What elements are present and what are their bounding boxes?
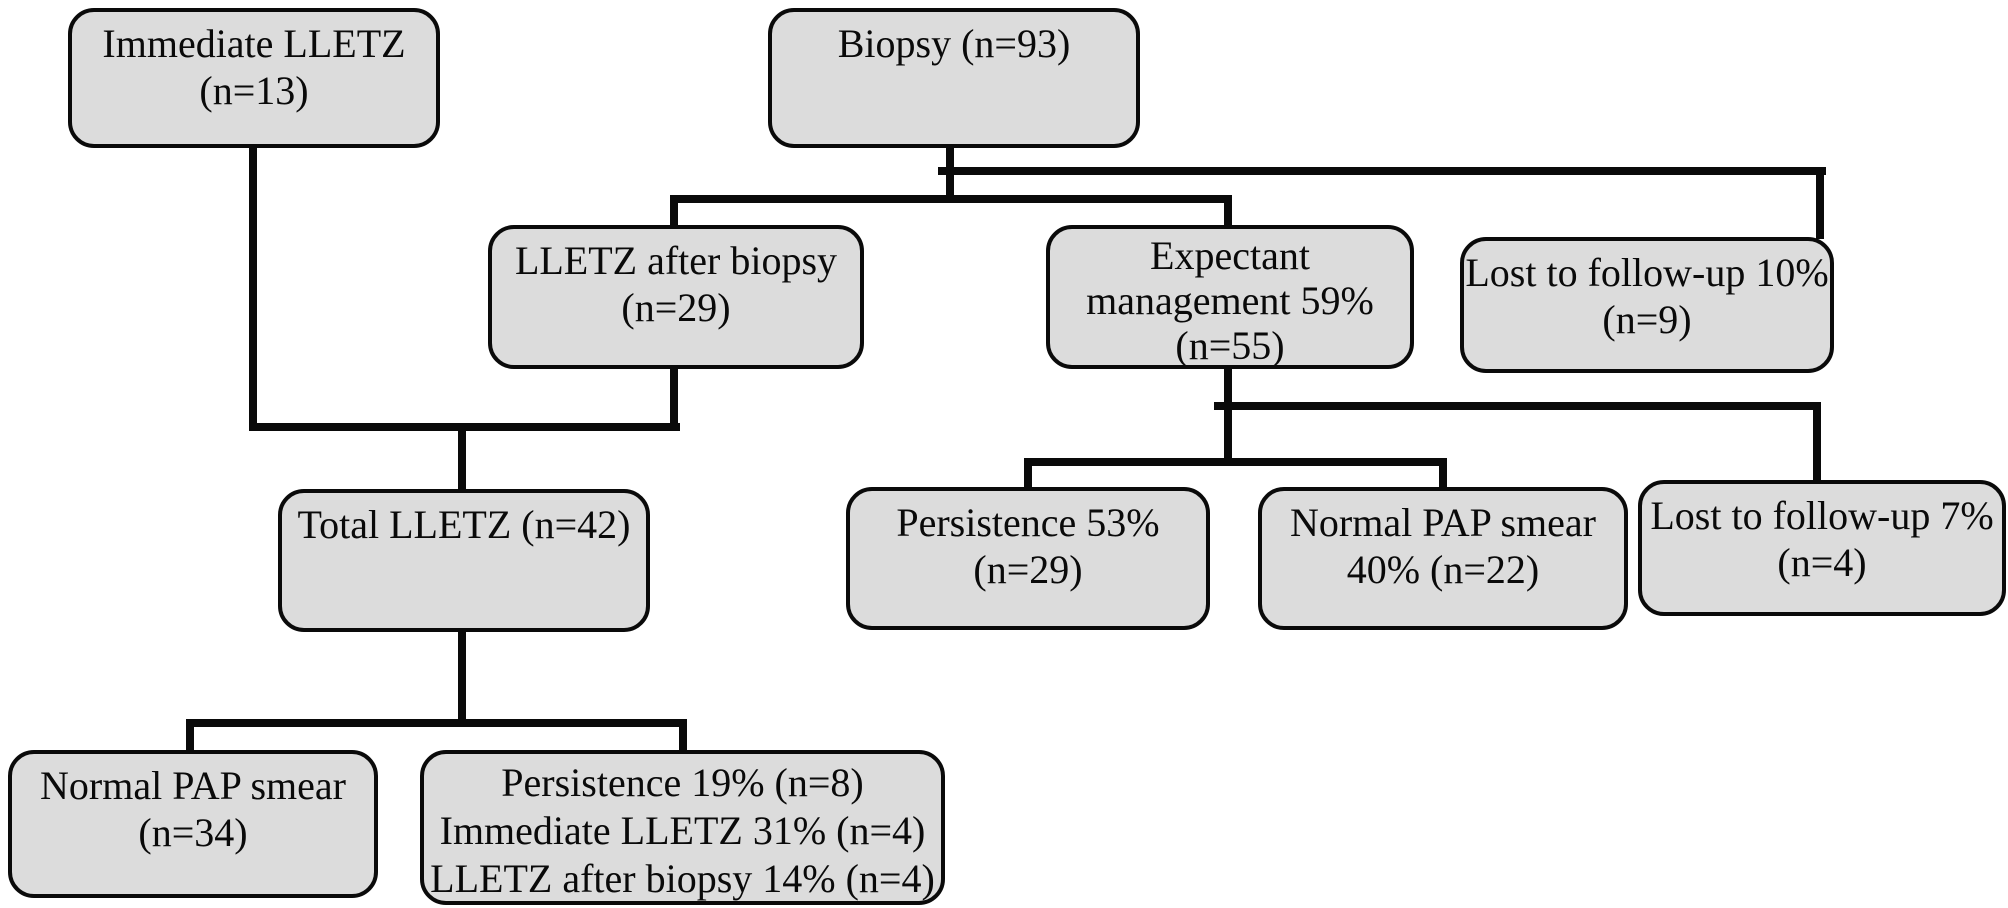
connector-expectant-down [1224, 367, 1232, 466]
flow-node-normal-pap-smear-40: Normal PAP smear 40% (n=22) [1258, 487, 1628, 630]
connector-biopsy-lower-horizontal [670, 195, 1232, 203]
connector-lletz-after-biopsy-down [670, 367, 678, 431]
node-label-line: (n=4) [1777, 540, 1867, 585]
flow-node-lost-to-follow-up-7: Lost to follow-up 7% (n=4) [1638, 480, 2006, 616]
node-label-line: Total LLETZ (n=42) [297, 502, 631, 547]
connector-into-persistence-53 [1024, 458, 1032, 489]
connector-into-lost-7 [1813, 402, 1821, 482]
node-label-line: Normal PAP smear [1290, 500, 1596, 545]
flow-node-normal-pap-smear-34: Normal PAP smear (n=34) [8, 750, 378, 898]
connector-total-lletz-bottom-horizontal [186, 719, 687, 727]
node-label-line: Lost to follow-up 10% [1465, 250, 1829, 295]
connector-into-total-lletz [458, 423, 466, 491]
node-label-line: 40% (n=22) [1346, 547, 1540, 592]
node-label-line: (n=34) [138, 810, 248, 855]
connector-into-normal-pap-34 [186, 719, 194, 752]
node-label-line: Normal PAP smear [40, 763, 346, 808]
flow-node-total-lletz: Total LLETZ (n=42) [278, 489, 650, 632]
node-label-line: Immediate LLETZ [102, 21, 406, 66]
node-label-line: Lost to follow-up 7% [1650, 493, 1994, 538]
node-label-line: LLETZ after biopsy 14% (n=4) [430, 856, 935, 901]
connector-into-outcomes [679, 719, 687, 752]
node-label-line: (n=13) [199, 68, 309, 113]
connector-immediate-lletz-down [249, 146, 257, 431]
connector-expectant-upper-horizontal [1214, 402, 1821, 410]
node-label-line: Biopsy (n=93) [837, 21, 1071, 66]
flow-node-total-lletz-outcomes: Persistence 19% (n=8) Immediate LLETZ 31… [420, 750, 945, 905]
flow-node-expectant-management: Expectant management 59% (n=55) [1046, 225, 1414, 369]
node-label-line: Immediate LLETZ 31% (n=4) [439, 808, 926, 853]
node-label-line: management 59% [1086, 278, 1374, 323]
connector-into-expectant [1224, 195, 1232, 227]
connector-biopsy-upper-horizontal [938, 167, 1826, 175]
flow-node-lost-to-follow-up-10: Lost to follow-up 10% (n=9) [1460, 237, 1834, 373]
node-label-line: LLETZ after biopsy [514, 238, 838, 283]
connector-into-lost-10 [1816, 167, 1824, 239]
connector-expectant-lower-horizontal [1024, 458, 1447, 466]
flow-node-biopsy: Biopsy (n=93) [768, 8, 1140, 148]
node-label-line: (n=29) [973, 547, 1083, 592]
connector-into-normal-pap-40 [1439, 458, 1447, 489]
node-label-line: Persistence 53% [896, 500, 1160, 545]
flow-node-immediate-lletz: Immediate LLETZ (n=13) [68, 8, 440, 148]
connector-total-lletz-down [458, 630, 466, 727]
node-label-line: Persistence 19% (n=8) [501, 760, 864, 805]
flow-node-lletz-after-biopsy: LLETZ after biopsy (n=29) [488, 225, 864, 369]
node-label-line: (n=55) [1175, 323, 1285, 368]
node-label-line: (n=29) [621, 285, 731, 330]
node-label-line: (n=9) [1602, 297, 1692, 342]
flow-node-persistence-53: Persistence 53% (n=29) [846, 487, 1210, 630]
connector-into-lletz-after-biopsy [670, 195, 678, 227]
node-label-line: Expectant [1150, 233, 1310, 278]
